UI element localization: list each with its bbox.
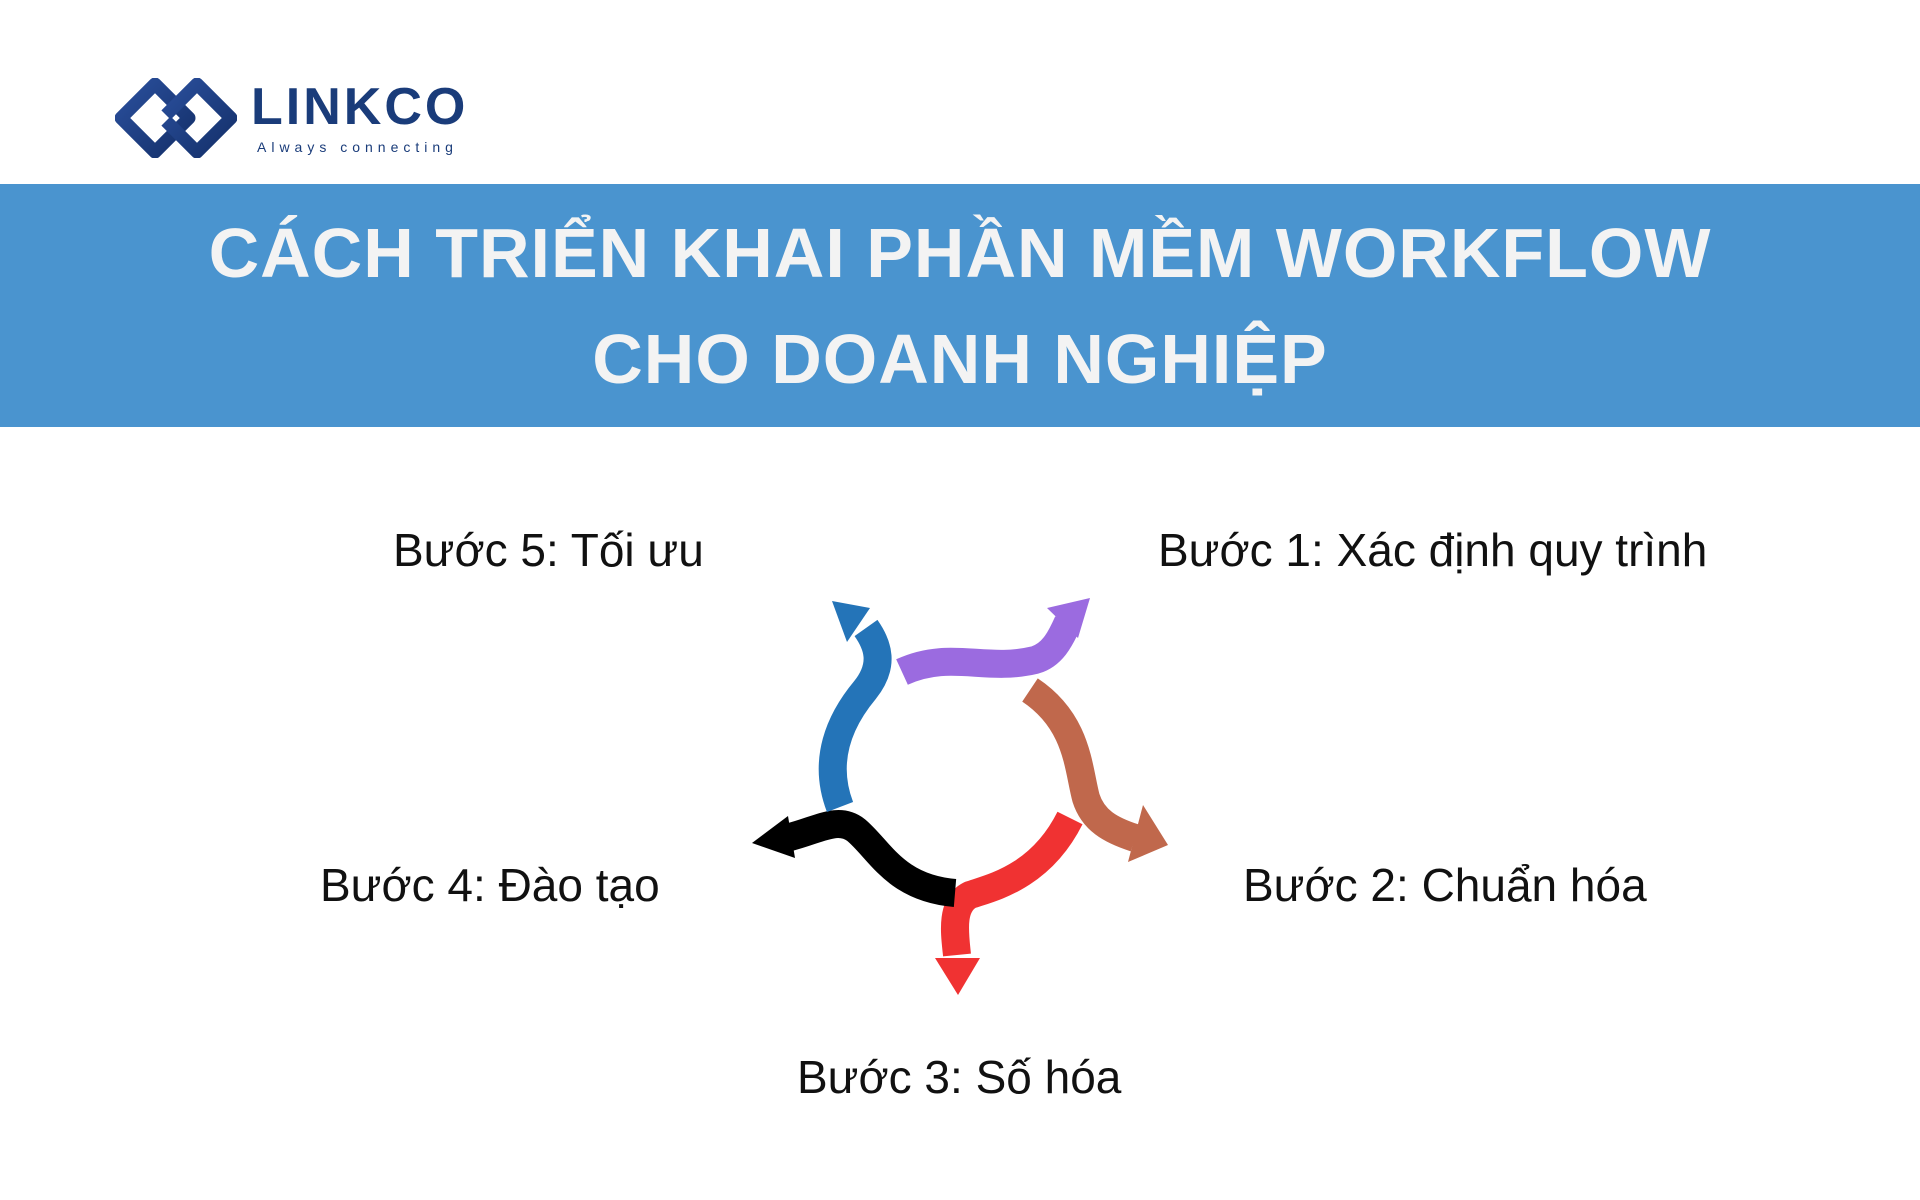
- logo: LINKCO Always connecting: [115, 78, 468, 158]
- title-line-1: CÁCH TRIỂN KHAI PHẦN MỀM WORKFLOW: [208, 213, 1712, 292]
- step-3-arrow: [935, 811, 1083, 995]
- step-5-label: Bước 5: Tối ưu: [393, 524, 704, 576]
- linkco-logo-icon: [115, 78, 237, 158]
- step-1-arrow: [896, 598, 1090, 685]
- title-banner: CÁCH TRIỂN KHAI PHẦN MỀM WORKFLOW CHO DO…: [0, 184, 1920, 427]
- step-1-label: Bước 1: Xác định quy trình: [1158, 524, 1708, 576]
- cycle-diagram: [752, 598, 1168, 995]
- step-4-label: Bước 4: Đào tạo: [320, 859, 660, 911]
- step-5-arrow: [818, 601, 892, 812]
- step-4-arrow: [752, 810, 957, 907]
- step-2-label: Bước 2: Chuẩn hóa: [1243, 859, 1647, 911]
- logo-tagline: Always connecting: [257, 139, 458, 155]
- title-line-2: CHO DOANH NGHIỆP: [592, 319, 1328, 398]
- step-3-label: Bước 3: Số hóa: [797, 1051, 1122, 1103]
- step-2-arrow: [1021, 678, 1168, 862]
- logo-name: LINKCO: [251, 78, 469, 136]
